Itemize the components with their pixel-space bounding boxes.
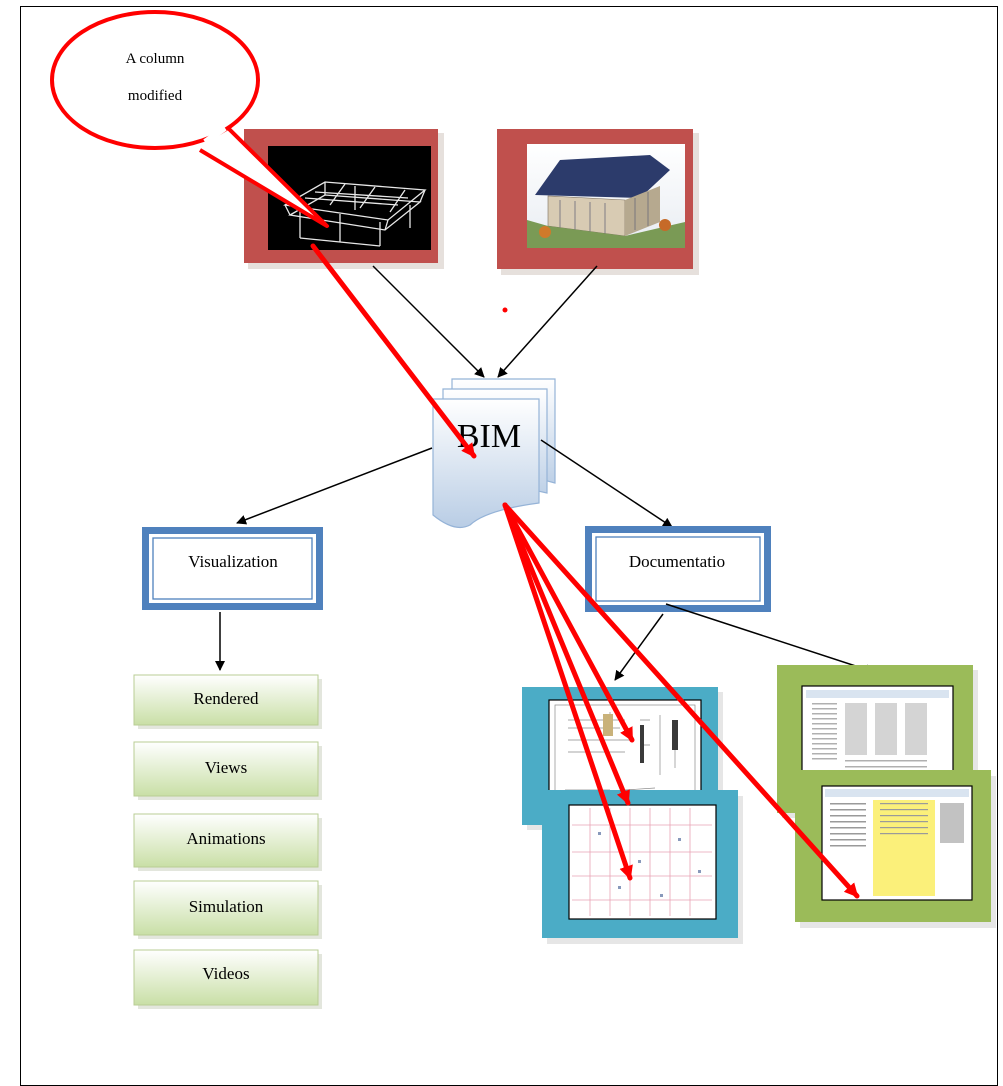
visualization-item-rendered: Rendered — [133, 674, 322, 729]
callout-text-line1: A column — [126, 51, 185, 67]
arrow-structure-to-bim — [372, 265, 485, 378]
visualization-item-videos: Videos — [133, 949, 322, 1009]
building-render-thumbnail — [497, 129, 699, 275]
arrow-documentation-to-schedule — [665, 603, 875, 674]
visualization-box: Visualization — [142, 527, 323, 610]
callout-bubble: A column modified — [50, 10, 329, 228]
red-arrow-bim-to-floor-plan — [502, 502, 633, 881]
documentation-box: Documentatio — [585, 526, 771, 612]
arrow-bim-to-visualization — [236, 447, 433, 525]
red-arrow-column-to-bim — [310, 243, 477, 459]
bim-document-stack: BIM — [432, 378, 556, 528]
item-label-animations: Animations — [186, 829, 265, 848]
arrow-documentation-to-drawing — [614, 613, 664, 681]
red-arrow-bim-to-drawing — [502, 502, 635, 743]
visualization-item-simulation: Simulation — [133, 880, 322, 939]
item-label-rendered: Rendered — [193, 689, 259, 708]
highlighted-schedule-thumbnail — [795, 770, 996, 928]
floor-plan-thumbnail — [542, 790, 743, 944]
visualization-label: Visualization — [188, 552, 278, 571]
visualization-item-views: Views — [133, 741, 322, 800]
documentation-label: Documentatio — [629, 552, 725, 571]
item-label-videos: Videos — [202, 964, 249, 983]
callout-text-line2: modified — [128, 88, 183, 104]
item-label-views: Views — [205, 758, 247, 777]
arrow-render-to-bim — [497, 265, 598, 378]
item-label-simulation: Simulation — [189, 897, 264, 916]
red-arrow-bim-to-drawing-detail — [502, 502, 631, 806]
visualization-item-animations: Animations — [133, 813, 322, 871]
red-arrow-bim-to-highlighted-schedule — [502, 502, 860, 899]
structural-model-thumbnail — [244, 129, 444, 269]
arrow-bim-to-documentation — [540, 439, 673, 528]
